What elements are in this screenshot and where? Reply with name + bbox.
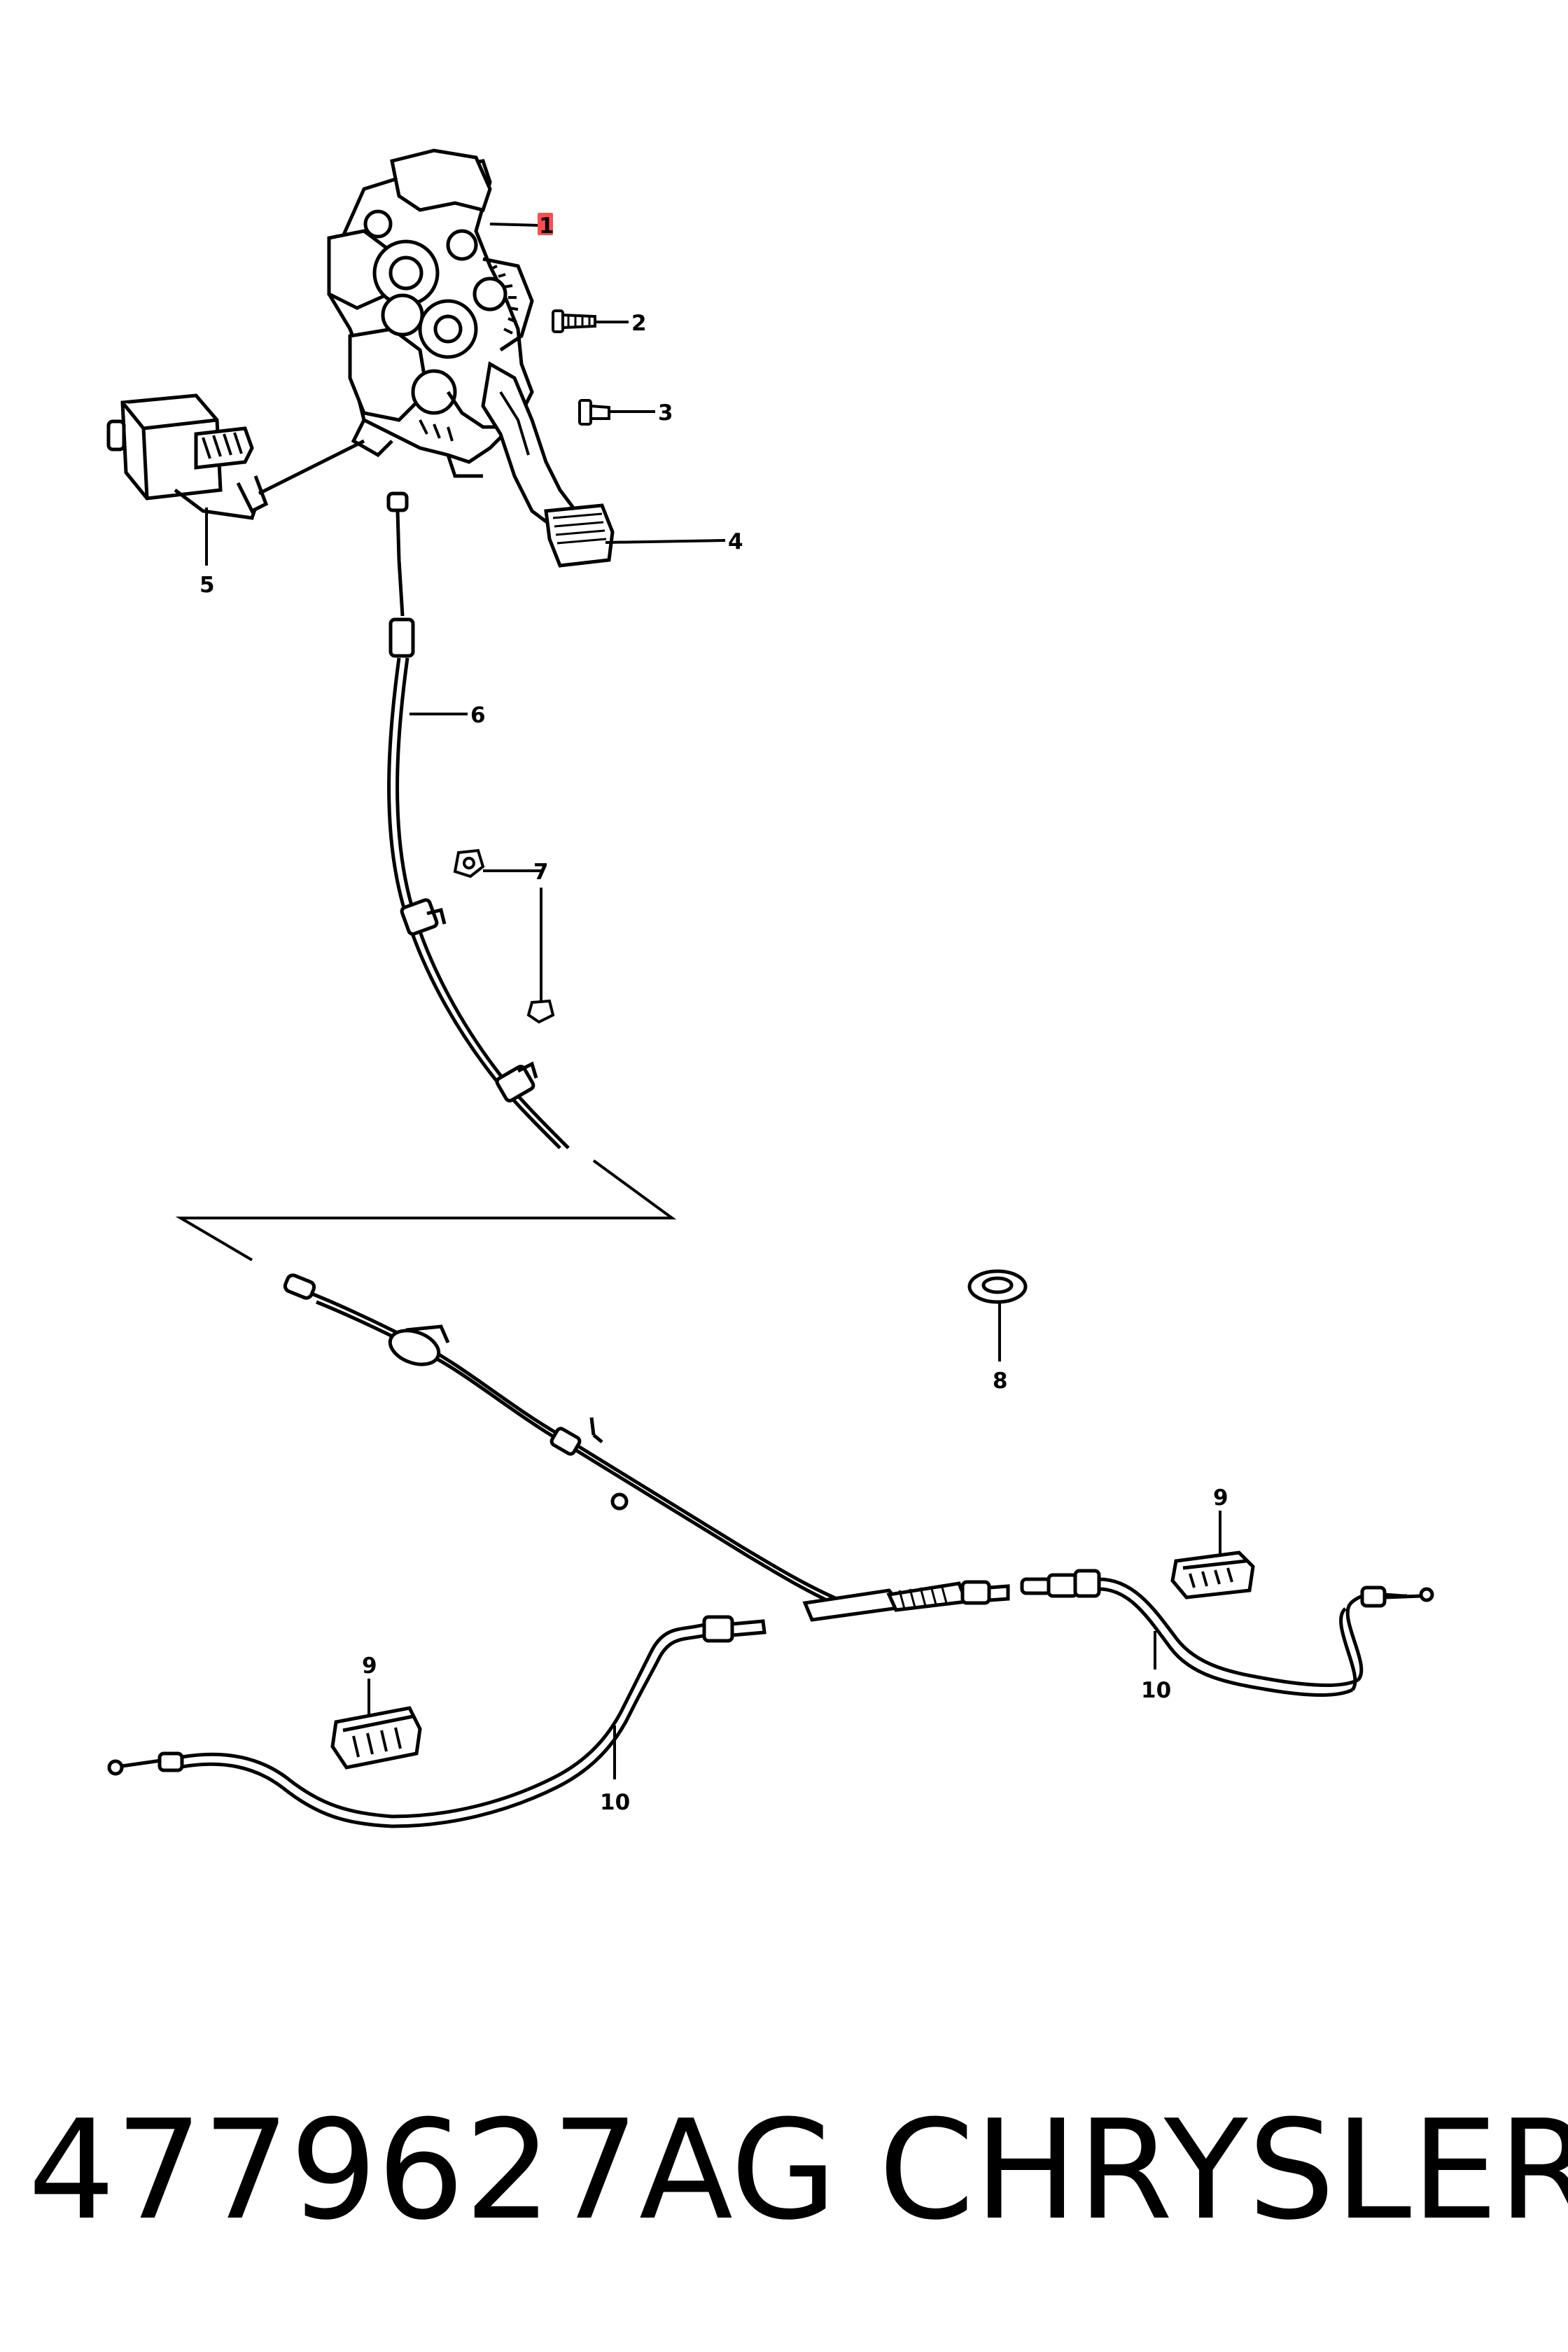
callout-10-left[interactable]: 10 <box>600 1790 630 1815</box>
callout-6[interactable]: 6 <box>470 703 486 728</box>
callout-1[interactable]: 1 <box>539 214 554 239</box>
callout-9-right[interactable]: 9 <box>1213 1485 1228 1511</box>
rear-cable-left-part-10 <box>107 1615 766 1828</box>
rear-cable-right-part-10 <box>1020 1569 1434 1697</box>
callout-3[interactable]: 3 <box>658 400 673 426</box>
callout-7[interactable]: 7 <box>533 860 549 885</box>
callout-10-right[interactable]: 10 <box>1141 1678 1171 1703</box>
grommet-part-8 <box>967 1269 1028 1304</box>
clip-part-9-left <box>330 1706 422 1770</box>
bolt-part-2 <box>552 309 596 333</box>
cable-adjuster <box>802 1580 1010 1622</box>
front-cable-part-6 <box>386 491 570 1149</box>
clip-part-9-right <box>1170 1550 1255 1600</box>
module-part-5 <box>106 393 269 520</box>
callout-5[interactable]: 5 <box>200 573 215 598</box>
callout-1-highlight <box>538 213 553 235</box>
pedal-assembly <box>327 148 615 568</box>
callout-2[interactable]: 2 <box>631 311 647 336</box>
callout-9-left[interactable]: 9 <box>362 1653 377 1679</box>
callout-8[interactable]: 8 <box>993 1368 1008 1394</box>
nut-part-7 <box>453 848 555 1024</box>
bolt-part-3 <box>578 399 610 426</box>
leader-lines <box>205 223 1222 1779</box>
part-number-label: 4779627AG <box>28 2091 836 2250</box>
callout-4[interactable]: 4 <box>728 529 743 554</box>
intermediate-cable <box>283 1273 853 1614</box>
brand-label: CHRYSLER <box>878 2091 1568 2250</box>
